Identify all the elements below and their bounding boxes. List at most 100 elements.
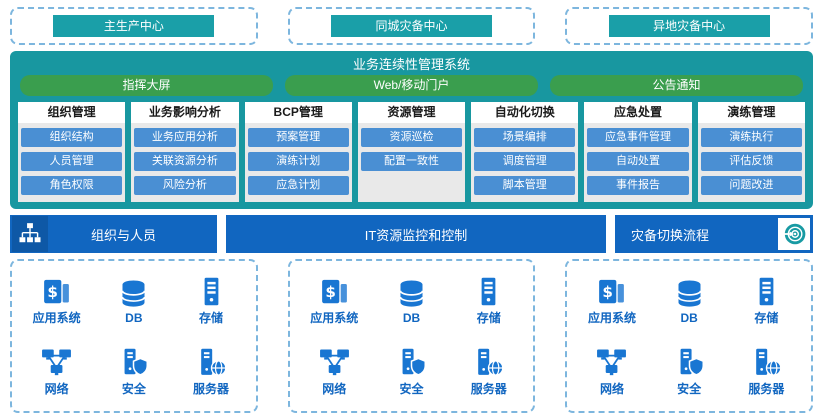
module-item-incident-mgmt[interactable]: 应急事件管理 <box>587 128 689 147</box>
module-item-issue-improvement[interactable]: 问题改进 <box>700 176 802 195</box>
network-icon <box>40 346 73 379</box>
app-system-icon <box>318 275 351 308</box>
infra-cell-app-system: 应用系统 <box>18 265 95 336</box>
same-city-dr-center-title: 同城灾备中心 <box>331 15 492 37</box>
infra-cell-security: 安全 <box>651 336 728 407</box>
module-item-scene-orchestration[interactable]: 场景编排 <box>474 128 576 147</box>
bcm-system-panel: 业务连续性管理系统 指挥大屏 Web/移动门户 公告通知 组织管理 组织结构 人… <box>10 51 813 209</box>
infra-label: DB <box>402 310 421 325</box>
infra-label: 应用系统 <box>587 311 636 325</box>
infra-label: DB <box>680 310 698 325</box>
infra-cell-server: 服务器 <box>728 336 805 407</box>
infra-label: 服务器 <box>748 382 785 396</box>
module-item-config-consistency[interactable]: 配置一致性 <box>360 152 463 171</box>
module-item-drill-plan[interactable]: 演练计划 <box>247 152 349 171</box>
infra-cell-security: 安全 <box>373 336 450 407</box>
module-item-emergency-plan[interactable]: 应急计划 <box>247 176 349 195</box>
infra-label: 服务器 <box>470 382 507 396</box>
infra-cell-app-system: 应用系统 <box>296 265 373 336</box>
module-body: 应急事件管理 自动处置 事件报告 <box>584 123 691 200</box>
module-item-org-structure[interactable]: 组织结构 <box>21 128 123 147</box>
it-resource-monitor-bar[interactable]: IT资源监控和控制 <box>226 215 606 253</box>
module-item-app-analysis[interactable]: 业务应用分析 <box>134 128 236 147</box>
module-item-auto-handling[interactable]: 自动处置 <box>587 152 689 171</box>
module-item-script-mgmt[interactable]: 脚本管理 <box>474 176 576 195</box>
security-icon <box>117 346 150 379</box>
data-centers-row: 主生产中心 同城灾备中心 异地灾备中心 <box>10 7 814 45</box>
remote-dr-center-box: 异地灾备中心 <box>565 7 814 45</box>
module-resource-mgmt: 资源管理 资源巡检 配置一致性 <box>357 102 466 202</box>
network-icon <box>595 346 628 379</box>
infra-label: 存储 <box>754 311 779 325</box>
target-arrow-icon <box>778 218 810 250</box>
module-body: 组织结构 人员管理 角色权限 <box>18 123 125 200</box>
database-icon <box>395 277 428 310</box>
module-body: 预案管理 演练计划 应急计划 <box>245 123 352 200</box>
module-bcp-mgmt: BCP管理 预案管理 演练计划 应急计划 <box>244 102 352 202</box>
portal-announcement[interactable]: 公告通知 <box>550 75 803 96</box>
app-system-icon <box>595 275 628 308</box>
app-system-icon <box>40 275 73 308</box>
infra-label: 网络 <box>599 382 624 396</box>
module-auto-switch: 自动化切换 场景编排 调度管理 脚本管理 <box>471 102 579 202</box>
module-title: 自动化切换 <box>471 102 579 123</box>
module-item-plan-mgmt[interactable]: 预案管理 <box>247 128 349 147</box>
module-title: 演练管理 <box>697 102 805 123</box>
module-item-role-permission[interactable]: 角色权限 <box>21 176 123 195</box>
org-chart-icon <box>12 216 48 252</box>
server-icon <box>472 346 505 379</box>
portals-row: 指挥大屏 Web/移动门户 公告通知 <box>20 75 803 96</box>
module-item-resource-analysis[interactable]: 关联资源分析 <box>134 152 236 171</box>
network-icon <box>318 346 351 379</box>
dr-switch-process-label: 灾备切换流程 <box>631 227 710 243</box>
portal-web-mobile[interactable]: Web/移动门户 <box>285 75 538 96</box>
org-personnel-bar[interactable]: 组织与人员 <box>10 215 217 253</box>
module-title: 业务影响分析 <box>131 102 239 123</box>
infra-cell-server: 服务器 <box>172 336 249 407</box>
module-title: 资源管理 <box>357 102 466 123</box>
infra-cell-network: 网络 <box>18 336 95 407</box>
module-item-incident-report[interactable]: 事件报告 <box>587 176 689 195</box>
module-business-impact-analysis: 业务影响分析 业务应用分析 关联资源分析 风险分析 <box>131 102 239 202</box>
infra-label: 安全 <box>399 382 424 396</box>
infra-label: 网络 <box>322 382 347 396</box>
storage-icon <box>750 275 783 308</box>
module-title: 组织管理 <box>18 102 126 123</box>
module-emergency-response: 应急处置 应急事件管理 自动处置 事件报告 <box>584 102 692 202</box>
same-city-dr-center-box: 同城灾备中心 <box>287 7 536 45</box>
module-item-risk-analysis[interactable]: 风险分析 <box>134 176 236 195</box>
module-title: 应急处置 <box>584 102 692 123</box>
infra-label: 网络 <box>44 382 69 396</box>
infra-cell-server: 服务器 <box>450 336 527 407</box>
infra-cell-network: 网络 <box>296 336 373 407</box>
module-item-schedule-mgmt[interactable]: 调度管理 <box>474 152 576 171</box>
database-icon <box>673 277 706 310</box>
dr-switch-process-bar[interactable]: 灾备切换流程 <box>615 215 813 253</box>
module-item-evaluation-feedback[interactable]: 评估反馈 <box>700 152 802 171</box>
infra-cell-network: 网络 <box>573 336 650 407</box>
infra-cell-database: DB <box>373 265 450 336</box>
primary-production-center-title: 主生产中心 <box>53 15 215 37</box>
module-item-personnel-mgmt[interactable]: 人员管理 <box>21 152 123 171</box>
module-drill-mgmt: 演练管理 演练执行 评估反馈 问题改进 <box>697 102 805 202</box>
portal-command-screen[interactable]: 指挥大屏 <box>20 75 273 96</box>
module-body: 业务应用分析 关联资源分析 风险分析 <box>131 123 238 200</box>
infra-label: 应用系统 <box>32 311 81 325</box>
primary-production-center-box: 主生产中心 <box>10 7 258 45</box>
infra-label: 安全 <box>121 382 146 396</box>
infrastructure-box-same-city: 应用系统 DB 存储 网络 安全 服务器 <box>287 259 536 413</box>
module-item-resource-inspection[interactable]: 资源巡检 <box>360 128 463 147</box>
infra-label: 应用系统 <box>310 311 359 325</box>
storage-icon <box>195 275 228 308</box>
server-icon <box>195 346 228 379</box>
infra-cell-database: DB <box>95 265 172 336</box>
org-personnel-label: 组织与人员 <box>90 227 156 243</box>
remote-dr-center-title: 异地灾备中心 <box>608 15 770 37</box>
infra-cell-storage: 存储 <box>450 265 527 336</box>
infra-cell-storage: 存储 <box>728 265 805 336</box>
server-icon <box>750 346 783 379</box>
security-icon <box>395 346 428 379</box>
module-title: BCP管理 <box>244 102 352 123</box>
module-item-drill-execution[interactable]: 演练执行 <box>700 128 802 147</box>
